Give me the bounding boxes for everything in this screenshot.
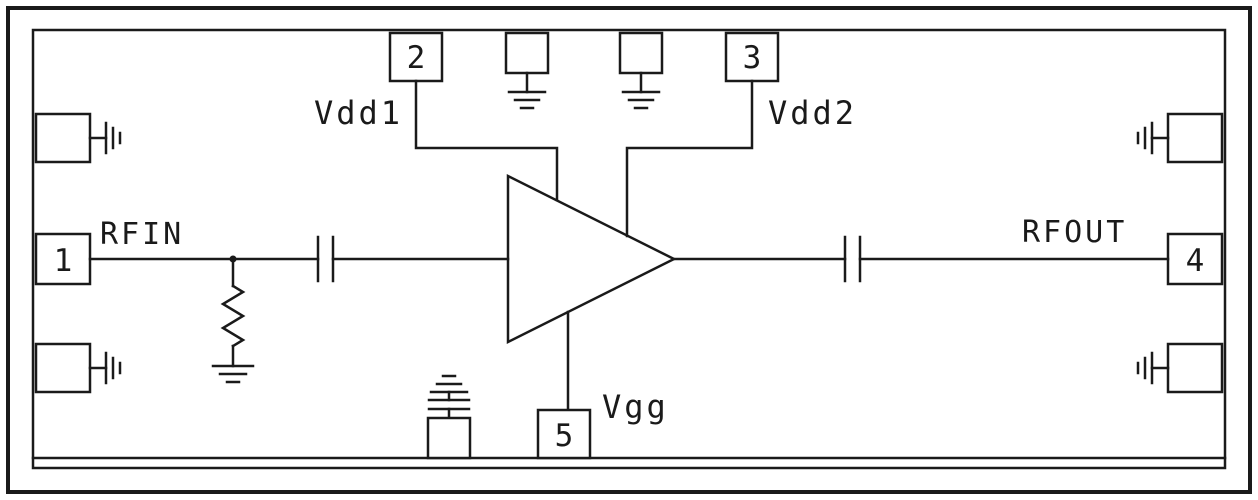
rfout-label: RFOUT [1022, 215, 1127, 250]
vgg-label: Vgg [602, 388, 669, 426]
vdd2-label: Vdd2 [768, 94, 857, 132]
bond-pad-bottom-left [34, 342, 122, 394]
vdd2-trace [625, 79, 754, 238]
ground-symbol-top-center-left [507, 90, 547, 110]
output-dc-block-capacitor [843, 235, 862, 283]
pin1-number: 1 [54, 243, 73, 279]
vdd1-trace [414, 79, 559, 202]
ground-symbol-resistor [211, 364, 255, 384]
bypass-capacitor [427, 398, 471, 411]
pin1-pad: 1 [34, 232, 92, 286]
pin5-number: 5 [555, 418, 574, 454]
ground-symbol-bottom-right [1136, 351, 1170, 385]
ground-symbol-bypass [429, 374, 469, 394]
ground-symbol-bottom-left [88, 351, 122, 385]
vdd1-label: Vdd1 [314, 94, 403, 132]
pin4-pad: 4 [1166, 232, 1224, 286]
bypass-capacitor-branch [426, 374, 472, 460]
amplifier-symbol [506, 173, 677, 345]
bond-pad-bottom-right [1136, 342, 1224, 394]
bypass-pad [426, 416, 472, 460]
shunt-resistor [211, 255, 255, 384]
grounded-pad-left [504, 31, 550, 110]
pin3-pad: 3 [724, 31, 780, 83]
input-dc-block-capacitor [316, 235, 335, 283]
ground-symbol-top-center-right [621, 90, 661, 110]
inner-border [31, 28, 1227, 470]
rfin-label: RFIN [100, 217, 184, 252]
ground-symbol-top-right [1136, 121, 1170, 155]
bond-pad-top-left [34, 112, 122, 164]
ground-symbol-top-left [88, 121, 122, 155]
bond-pad-top-right [1136, 112, 1224, 164]
pin5-pad: 5 [536, 408, 592, 460]
outer-border [6, 6, 1252, 494]
pin3-number: 3 [743, 40, 762, 76]
pin4-number: 4 [1186, 243, 1205, 279]
pin2-pad: 2 [388, 31, 444, 83]
pin2-number: 2 [407, 40, 426, 76]
grounded-pad-right [618, 31, 664, 110]
